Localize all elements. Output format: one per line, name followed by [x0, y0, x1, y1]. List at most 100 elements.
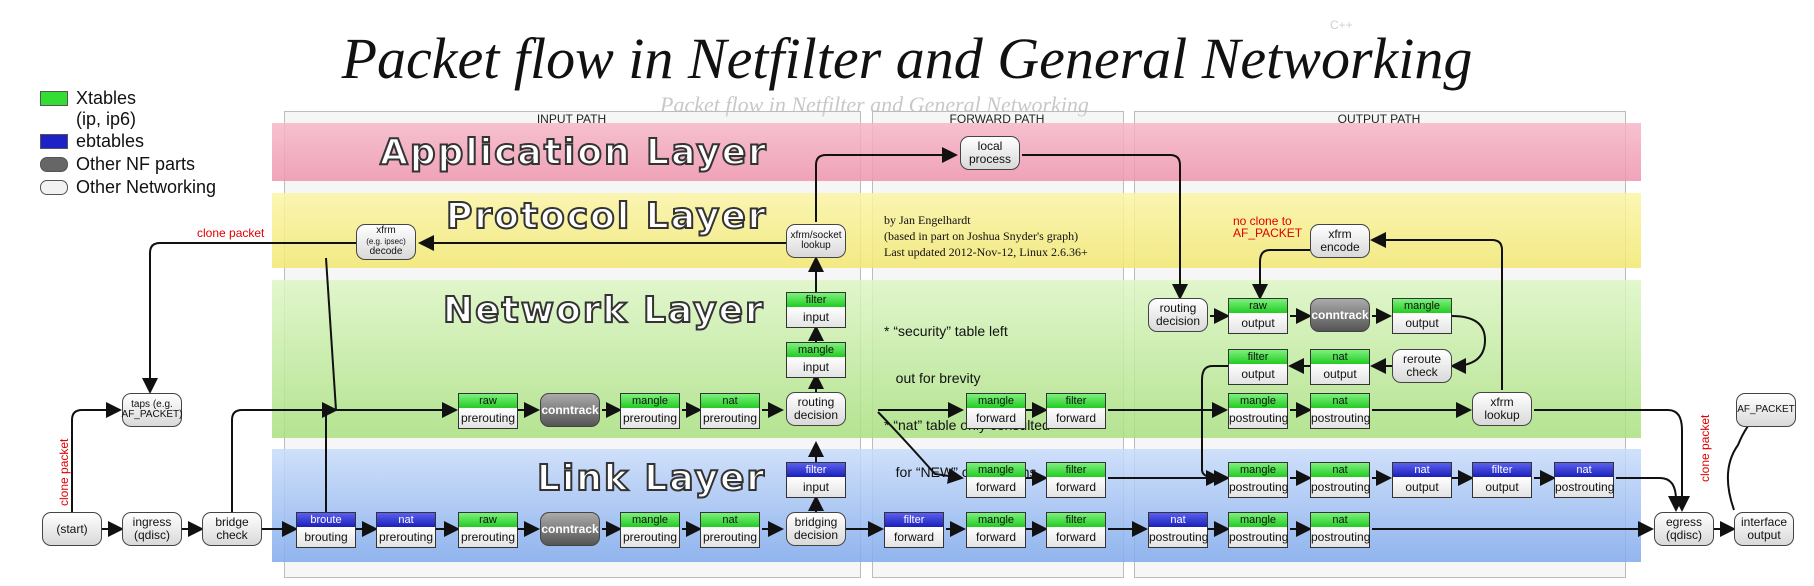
table-header: nat — [1311, 513, 1369, 527]
table-chain: output — [1393, 477, 1451, 497]
table-chain: brouting — [297, 527, 355, 547]
table-header: broute — [297, 513, 355, 527]
table-header: filter — [787, 293, 845, 307]
egress-label-2: (qdisc) — [1665, 528, 1702, 542]
conntrack-link-node: conntrack — [540, 512, 600, 546]
table-chain: prerouting — [377, 527, 435, 547]
table-header: mangle — [787, 343, 845, 357]
table-chain: output — [1473, 477, 1531, 497]
table-header: mangle — [1229, 513, 1287, 527]
input-path-label: INPUT PATH — [536, 112, 607, 126]
conntrack-net-label: conntrack — [541, 402, 599, 417]
legend-item-ebtables: ebtables — [40, 131, 216, 152]
start-node: (start) — [42, 512, 102, 546]
table-chain: input — [787, 477, 845, 497]
table-header: mangle — [1229, 463, 1287, 477]
table-header: nat — [1555, 463, 1613, 477]
diagram-title: Packet flow in Netfilter and General Net… — [341, 26, 1473, 91]
table-header: mangle — [621, 394, 679, 408]
note-line-1: * “security” table left — [884, 323, 1008, 340]
legend-label-xtables-2: (ip, ip6) — [76, 108, 137, 129]
xfrm-decode-label-3: decode — [369, 246, 403, 258]
network-layer-title: Network Layer — [442, 289, 765, 332]
egress-label-1: egress — [1665, 515, 1703, 530]
table-header: nat — [1311, 394, 1369, 408]
interface-output-label-1: interface — [1740, 515, 1788, 530]
table-header: raw — [459, 513, 517, 527]
conntrack-output-label: conntrack — [1311, 307, 1369, 322]
table-chain: prerouting — [701, 408, 759, 428]
bridge-check-label-1: bridge — [215, 515, 249, 530]
table-chain: forward — [885, 527, 943, 547]
xfrm-decode-label-1: xfrm — [376, 225, 396, 237]
no-clone-label-2: AF_PACKET — [1233, 226, 1303, 240]
legend: Xtables(ip, ip6) ebtables Other NF parts… — [40, 88, 216, 199]
table-header: mangle — [967, 463, 1025, 477]
author-note: by Jan Engelhardt (based in part on Josh… — [884, 212, 1088, 261]
table-chain: prerouting — [621, 408, 679, 428]
table-header: mangle — [1229, 394, 1287, 408]
legend-item-xtables: Xtables(ip, ip6) — [40, 88, 216, 129]
xfrm-lookup-label-2: lookup — [1484, 408, 1520, 422]
table-header: nat — [1311, 463, 1369, 477]
clone-packet-right-label: clone packet — [1698, 414, 1712, 482]
table-chain: forward — [1047, 477, 1105, 497]
no-clone-label-1: no clone to — [1233, 214, 1292, 228]
af-packet-node: AF_PACKET — [1736, 393, 1796, 427]
bridging-decision-label-1: bridging — [794, 515, 838, 530]
table-header: nat — [377, 513, 435, 527]
egress-qdisc-node: egress(qdisc) — [1654, 512, 1714, 546]
table-chain: postrouting — [1311, 527, 1370, 547]
interface-output-label-2: output — [1747, 528, 1781, 542]
ghost-title: Packet flow in Netfilter and General Net… — [660, 92, 1089, 117]
xfrm-socket-label-2: lookup — [801, 240, 831, 251]
conntrack-net-node: conntrack — [540, 393, 600, 427]
table-header: nat — [1149, 513, 1207, 527]
table-header: filter — [1047, 394, 1105, 408]
table-header: filter — [1047, 513, 1105, 527]
table-header: nat — [701, 394, 759, 408]
table-chain: prerouting — [459, 527, 517, 547]
xtables-swatch — [40, 91, 68, 106]
table-chain: postrouting — [1555, 477, 1614, 497]
legend-item-other-nf: Other NF parts — [40, 154, 216, 175]
legend-label-other-networking: Other Networking — [76, 176, 217, 197]
xfrm-lookup-label-1: xfrm — [1490, 395, 1514, 410]
table-chain: forward — [1047, 408, 1105, 428]
protocol-layer-title: Protocol Layer — [445, 195, 768, 238]
background-ghost-text: C++ — [1330, 18, 1353, 32]
legend-item-other-networking: Other Networking — [40, 177, 216, 198]
egress-qdisc-label: egress(qdisc) — [1666, 516, 1702, 541]
bridge-check-label-2: check — [216, 528, 248, 542]
table-header: mangle — [1393, 299, 1451, 313]
note-line-2: out for brevity — [884, 370, 981, 387]
table-header: mangle — [967, 513, 1025, 527]
